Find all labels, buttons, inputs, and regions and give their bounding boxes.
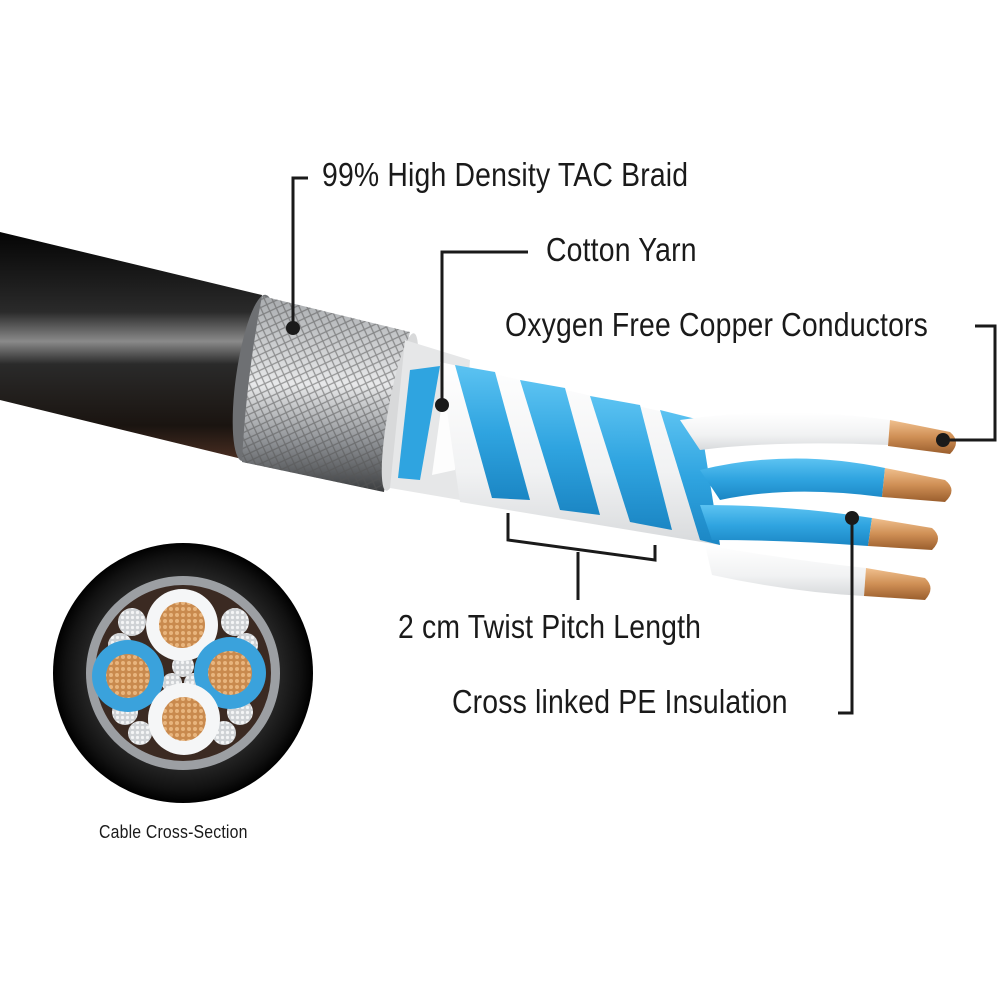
- leader-dots: [286, 321, 950, 525]
- callout-twist-pitch: 2 cm Twist Pitch Length: [398, 608, 702, 645]
- callout-cotton-yarn: Cotton Yarn: [546, 231, 697, 268]
- conductor-blue-1: [700, 458, 952, 502]
- callout-pe-insulation: Cross linked PE Insulation: [452, 683, 788, 720]
- callout-copper-conductors: Oxygen Free Copper Conductors: [505, 306, 929, 343]
- outer-jacket: [0, 232, 276, 462]
- cross-section-caption: Cable Cross-Section: [99, 822, 248, 842]
- twisted-pair: [440, 362, 720, 545]
- conductor-white-2: [705, 545, 931, 600]
- conductor-white-1: [680, 412, 956, 454]
- leader-lines: [291, 176, 997, 715]
- cross-section-illustration: [53, 543, 313, 803]
- callout-braid: 99% High Density TAC Braid: [322, 156, 689, 193]
- conductor-blue-2: [700, 505, 938, 550]
